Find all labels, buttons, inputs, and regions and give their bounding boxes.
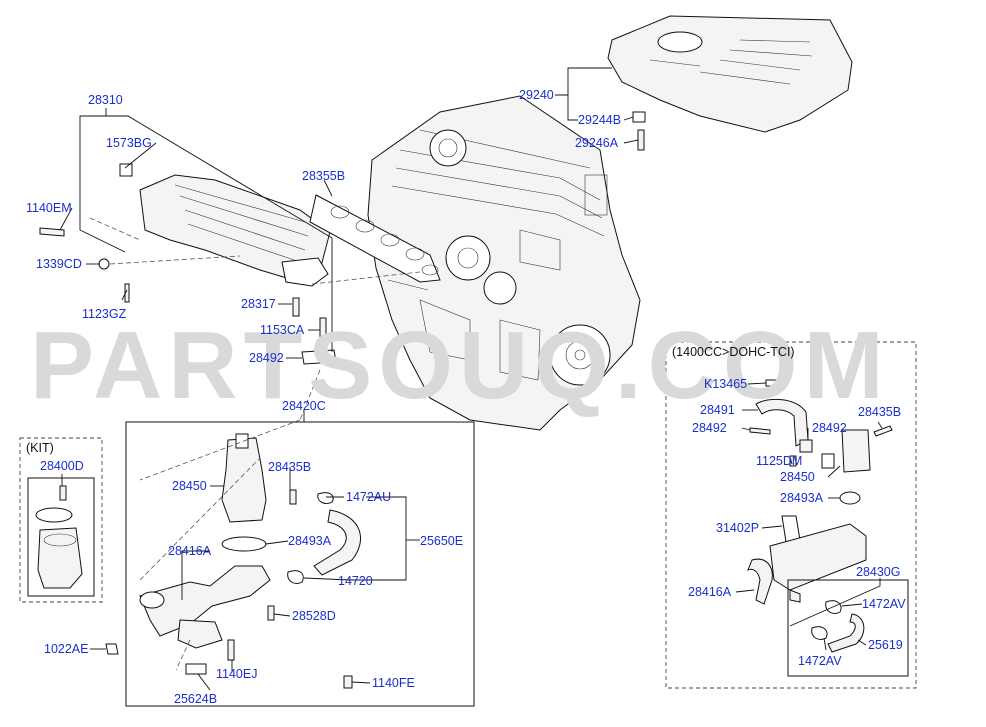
callout-variant-28416a[interactable]: 28416A bbox=[688, 585, 732, 599]
egr-valve-assembly-illustration bbox=[105, 433, 361, 689]
callout-25624b[interactable]: 25624B bbox=[174, 692, 217, 706]
callout-1123gz[interactable]: 1123GZ bbox=[82, 307, 127, 321]
callout-labels: 28310 1573BG 1140EM 1339CD 1123GZ 28317 … bbox=[26, 88, 906, 706]
callout-variant-28435b[interactable]: 28435B bbox=[858, 405, 901, 419]
callout-1472au[interactable]: 1472AU bbox=[346, 490, 391, 504]
kit-inner-frame bbox=[27, 477, 95, 597]
callout-1153ca[interactable]: 1153CA bbox=[260, 323, 305, 337]
callout-28493a[interactable]: 28493A bbox=[288, 534, 332, 548]
assembly-28430g-frame bbox=[787, 579, 909, 677]
callout-1140ej[interactable]: 1140EJ bbox=[216, 667, 257, 681]
callout-29244b[interactable]: 29244B bbox=[578, 113, 621, 127]
callout-28435b[interactable]: 28435B bbox=[268, 460, 311, 474]
callout-variant-1472av-a[interactable]: 1472AV bbox=[862, 597, 906, 611]
engine-cover-illustration bbox=[607, 15, 853, 151]
callout-variant-1125dm[interactable]: 1125DM bbox=[756, 454, 802, 468]
callout-28310[interactable]: 28310 bbox=[88, 93, 123, 107]
callout-28400d[interactable]: 28400D bbox=[40, 459, 84, 473]
callout-variant-25619[interactable]: 25619 bbox=[868, 638, 903, 652]
variant-frame bbox=[665, 341, 917, 689]
callout-29240[interactable]: 29240 bbox=[519, 88, 554, 102]
callout-25650e[interactable]: 25650E bbox=[420, 534, 463, 548]
callout-28528d[interactable]: 28528D bbox=[292, 609, 336, 623]
callout-1022ae[interactable]: 1022AE bbox=[44, 642, 88, 656]
variant-note: (1400CC>DOHC-TCI) bbox=[672, 345, 795, 359]
callout-28317[interactable]: 28317 bbox=[241, 297, 276, 311]
callout-variant-28430g[interactable]: 28430G bbox=[856, 565, 900, 579]
callout-28355b[interactable]: 28355B bbox=[302, 169, 345, 183]
callout-1573bg[interactable]: 1573BG bbox=[106, 136, 152, 150]
callout-variant-28450[interactable]: 28450 bbox=[780, 470, 815, 484]
callout-variant-1472av-b[interactable]: 1472AV bbox=[798, 654, 842, 668]
callout-28450[interactable]: 28450 bbox=[172, 479, 207, 493]
frames bbox=[19, 341, 917, 707]
callout-variant-28492-b[interactable]: 28492 bbox=[812, 421, 847, 435]
callout-1339cd[interactable]: 1339CD bbox=[36, 257, 82, 271]
watermark: PARTSOUQ.COM bbox=[30, 312, 890, 419]
kit-note: (KIT) bbox=[26, 441, 54, 455]
callout-14720[interactable]: 14720 bbox=[338, 574, 373, 588]
callout-variant-31402p[interactable]: 31402P bbox=[716, 521, 759, 535]
callout-28420c[interactable]: 28420C bbox=[282, 399, 326, 413]
callout-1140fe[interactable]: 1140FE bbox=[372, 676, 415, 690]
callout-28492[interactable]: 28492 bbox=[249, 351, 284, 365]
callout-29246a[interactable]: 29246A bbox=[575, 136, 619, 150]
callout-1140em[interactable]: 1140EM bbox=[26, 201, 72, 215]
engine-block-illustration bbox=[367, 95, 641, 431]
assembly-28420c-frame bbox=[125, 421, 475, 707]
callout-28416a[interactable]: 28416A bbox=[168, 544, 212, 558]
callout-variant-28493a[interactable]: 28493A bbox=[780, 491, 824, 505]
callout-variant-28491[interactable]: 28491 bbox=[700, 403, 735, 417]
leader-lines bbox=[59, 67, 883, 691]
egr-cooler-illustration bbox=[39, 163, 337, 365]
kit-illustration bbox=[35, 485, 83, 589]
callout-variant-28492-a[interactable]: 28492 bbox=[692, 421, 727, 435]
exhaust-gasket-illustration bbox=[309, 194, 441, 283]
kit-frame bbox=[19, 437, 103, 603]
callout-variant-k13465[interactable]: K13465 bbox=[704, 377, 747, 391]
variant-parts-illustration bbox=[747, 379, 893, 653]
